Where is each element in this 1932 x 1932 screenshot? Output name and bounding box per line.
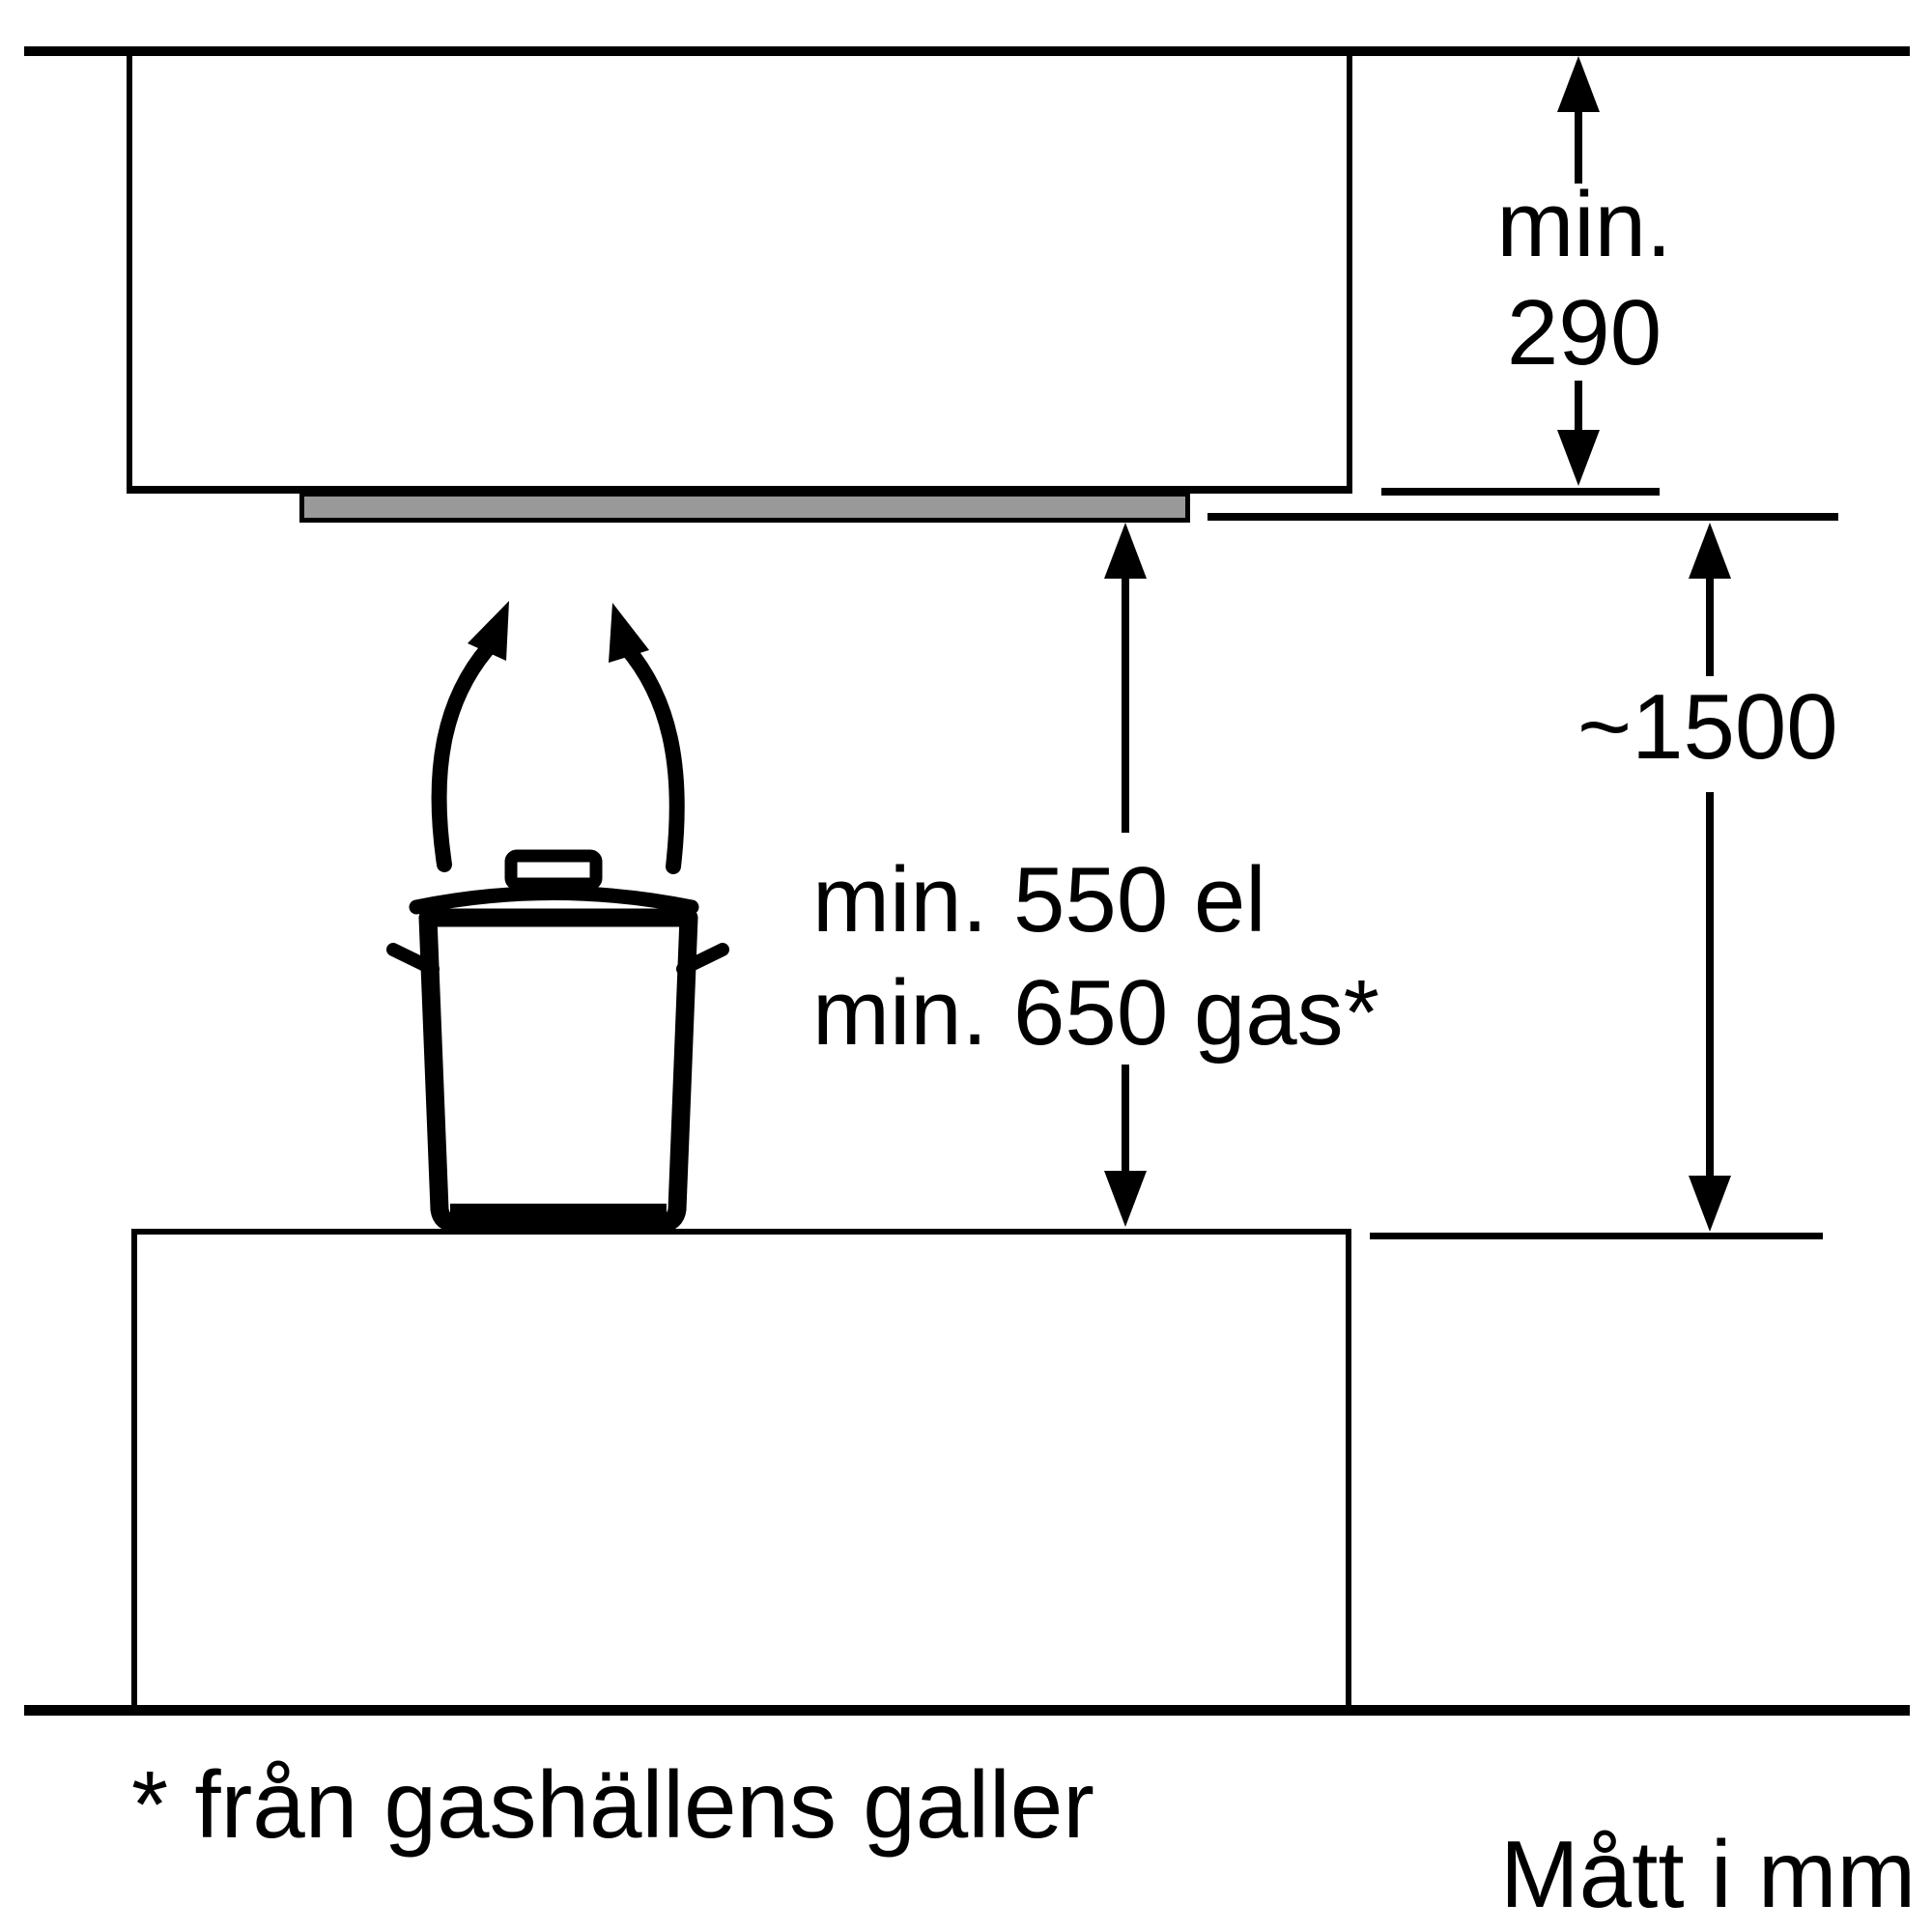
units-label: Mått i mm: [1500, 1821, 1917, 1927]
ceiling-line: [24, 46, 1910, 56]
dim-min550-arrow-icon: [1104, 523, 1147, 1227]
floor-line: [24, 1705, 1910, 1716]
hood-bottom-level-line: [1208, 513, 1838, 521]
upper-cabinet-left-wall: [127, 56, 132, 494]
footnote-label: * från gashällens galler: [131, 1751, 1094, 1858]
base-cabinet-right-wall: [1346, 1229, 1351, 1705]
dim-min550-label: min. 550 el min. 650 gas*: [812, 843, 1379, 1069]
pot-handle-right: [676, 943, 729, 976]
base-cabinet-left-wall: [131, 1229, 137, 1705]
pot-lid-handle: [504, 849, 603, 891]
hood-unit-bar: [299, 492, 1190, 523]
worktop-level-line: [1370, 1233, 1823, 1239]
upper-cabinet-right-wall: [1347, 56, 1352, 494]
dim-min550-line2: min. 650 gas*: [812, 961, 1380, 1065]
pot-lid: [409, 886, 699, 915]
pot-body: [418, 908, 698, 1233]
cabinet-bottom-level-line: [1381, 488, 1660, 496]
dim-min290-line2: 290: [1506, 281, 1662, 384]
steam-arrow-right-icon: [609, 603, 685, 874]
dim-min550-line1: min. 550 el: [812, 848, 1266, 952]
cooking-pot-icon: [386, 849, 729, 1233]
dim-min290-label: min. 290: [1391, 171, 1777, 387]
dim-min290-arrow-icon: [1557, 56, 1600, 486]
dim-min290-line1: min.: [1496, 173, 1672, 276]
upper-cabinet-bottom-panel: [127, 486, 1352, 494]
pot-handle-left: [386, 943, 440, 976]
worktop-line: [131, 1229, 1351, 1235]
dim-1500-label: ~1500: [1577, 675, 1838, 779]
steam-arrow-left-icon: [431, 601, 509, 872]
dim-1500-arrow-icon: [1689, 523, 1731, 1232]
